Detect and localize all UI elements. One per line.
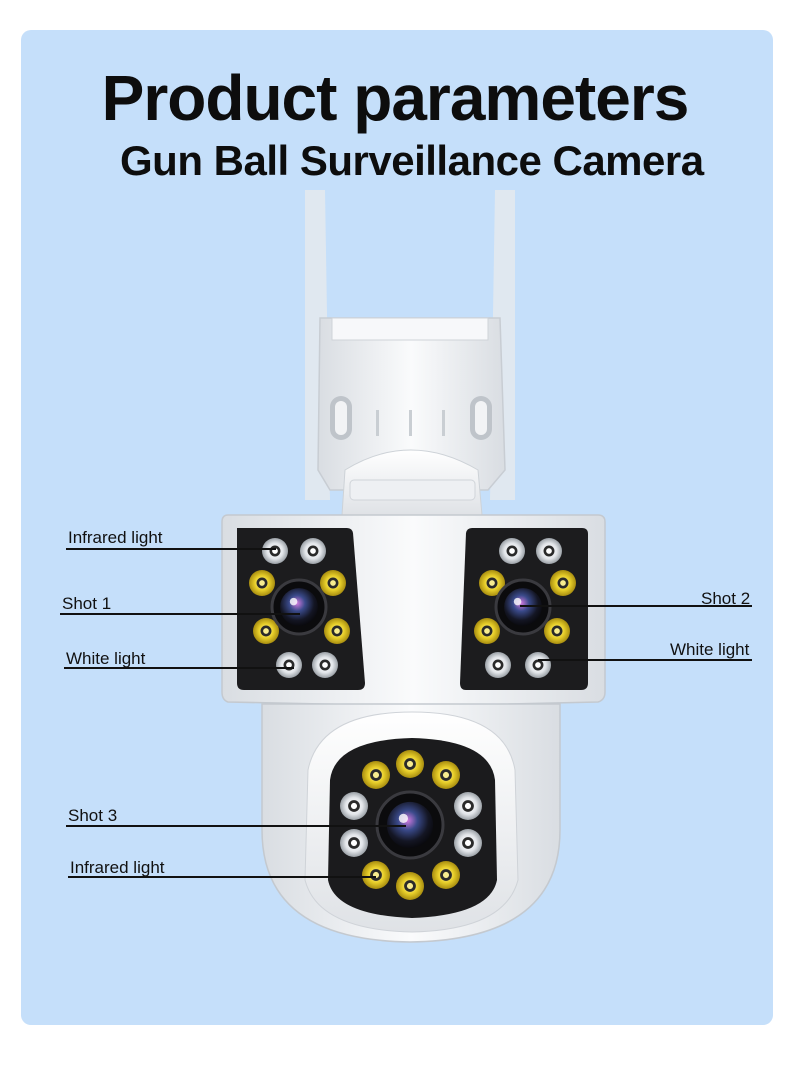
infrared-led-icon — [320, 570, 346, 596]
infrared-led-icon — [550, 570, 576, 596]
infrared-led-icon — [362, 861, 390, 889]
infrared-led-icon — [396, 750, 424, 778]
infrared-led-icon — [253, 618, 279, 644]
infrared-led-icon — [362, 761, 390, 789]
callout-line-white-left — [64, 667, 294, 669]
callout-shot-2: Shot 2 — [701, 589, 751, 608]
white-led-icon — [312, 652, 338, 678]
camera-lens-icon — [494, 578, 552, 636]
callout-infrared-light-top: Infrared light — [68, 528, 163, 547]
infrared-led-icon — [544, 618, 570, 644]
callout-white-light-right: White light — [670, 640, 750, 659]
white-led-icon — [262, 538, 288, 564]
infrared-led-icon — [396, 872, 424, 900]
infrared-led-icon — [432, 761, 460, 789]
white-led-icon — [525, 652, 551, 678]
white-led-icon — [454, 792, 482, 820]
mounting-bracket — [305, 190, 515, 500]
callout-line-shot-2 — [520, 605, 752, 607]
white-led-icon — [340, 829, 368, 857]
callout-shot-1: Shot 1 — [62, 594, 112, 613]
led-array — [249, 538, 576, 900]
camera-lens-icon — [375, 790, 445, 860]
white-led-icon — [300, 538, 326, 564]
infrared-led-icon — [474, 618, 500, 644]
callout-line-shot-1 — [60, 613, 300, 615]
camera-neck — [341, 449, 483, 516]
white-led-icon — [499, 538, 525, 564]
infrared-led-icon — [479, 570, 505, 596]
callout-infrared-light-bottom: Infrared light — [70, 858, 165, 877]
infrared-led-icon — [249, 570, 275, 596]
white-led-icon — [536, 538, 562, 564]
infrared-led-icon — [432, 861, 460, 889]
page-subtitle: Gun Ball Surveillance Camera — [120, 137, 704, 184]
callout-white-light-left: White light — [66, 649, 146, 668]
page-title: Product parameters — [101, 62, 690, 134]
white-led-icon — [276, 652, 302, 678]
white-led-icon — [454, 829, 482, 857]
callout-shot-3: Shot 3 — [68, 806, 118, 825]
callout-line-infrared-top — [66, 548, 276, 550]
callout-line-white-right — [538, 659, 752, 661]
white-led-icon — [485, 652, 511, 678]
camera-lens-icon — [270, 578, 328, 636]
white-led-icon — [340, 792, 368, 820]
infrared-led-icon — [324, 618, 350, 644]
lens-group — [270, 578, 552, 860]
callout-line-shot-3 — [66, 825, 406, 827]
callout-line-infrared-bottom — [68, 876, 376, 878]
